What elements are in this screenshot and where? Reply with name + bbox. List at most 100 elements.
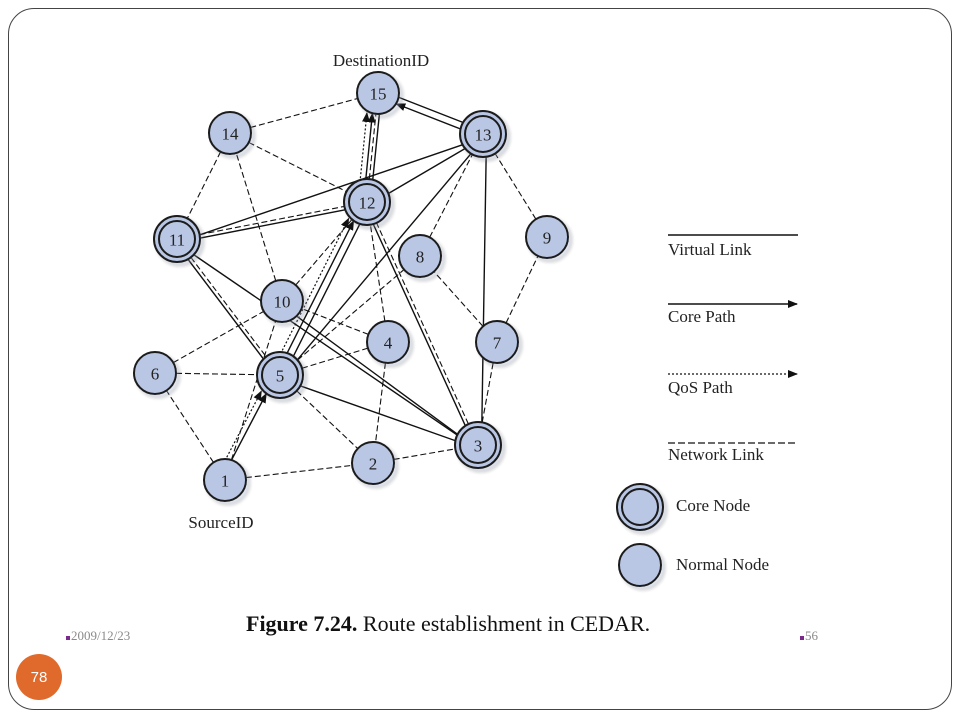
network-link-10-12	[295, 219, 353, 286]
node-15	[356, 71, 400, 115]
legend-core-node-icon	[616, 483, 664, 531]
virtual-link-11-5	[187, 259, 264, 360]
node-label-4: 4	[384, 334, 393, 353]
virtual-link-12-3	[372, 224, 466, 426]
node-label-5: 5	[276, 367, 285, 386]
virtual-link-12-15	[372, 114, 381, 180]
footer-page-number: 56	[800, 628, 818, 644]
legend-virtual-link-label: Virtual Link	[668, 240, 752, 259]
normal-node-circle	[398, 234, 442, 278]
normal-node-circle	[133, 351, 177, 395]
caption-number: Figure 7.24.	[246, 611, 358, 636]
network-link-4-2	[375, 362, 386, 443]
node-label-10: 10	[274, 293, 291, 312]
destination-label: DestinationID	[333, 51, 429, 70]
network-link-5-4	[301, 347, 369, 369]
network-link-4-12	[369, 224, 386, 322]
normal-node-circle	[260, 279, 304, 323]
normal-node-circle	[525, 215, 569, 259]
node-label-13: 13	[475, 126, 492, 145]
node-label-12: 12	[359, 194, 376, 213]
node-label-7: 7	[493, 334, 502, 353]
network-link-14-11	[186, 151, 222, 219]
virtual-link-11-12	[200, 209, 346, 239]
core-node-inner-ring	[261, 356, 299, 394]
network-link-14-12	[248, 141, 347, 193]
normal-node-circle	[351, 441, 395, 485]
network-link-14-15	[250, 97, 358, 129]
normal-node-circle	[356, 71, 400, 115]
node-label-14: 14	[222, 125, 240, 144]
node-2	[351, 441, 395, 485]
node-label-9: 9	[543, 229, 552, 248]
figure-caption: Figure 7.24. Route establishment in CEDA…	[246, 611, 650, 637]
node-5	[256, 351, 304, 399]
network-link-11-12	[199, 205, 345, 236]
virtual-link-12-13	[388, 148, 466, 194]
legend-network-link-label: Network Link	[668, 445, 764, 464]
legend-normal-node-icon	[618, 543, 662, 587]
network-link-7-8	[433, 271, 484, 327]
network-link-3-7	[481, 362, 494, 423]
qos-path-5-12	[281, 217, 350, 351]
node-label-2: 2	[369, 455, 378, 474]
virtual-link-3-13	[481, 157, 487, 423]
node-label-11: 11	[169, 231, 185, 250]
normal-node-circle	[208, 111, 252, 155]
caption-text: Route establishment in CEDAR.	[357, 611, 651, 636]
qos-path-12-15	[359, 111, 371, 179]
qos-path-1-5	[226, 390, 262, 458]
virtual-link-5-12	[292, 223, 361, 357]
network-link-1-2	[245, 464, 353, 479]
core-node-inner-ring	[459, 426, 497, 464]
node-14	[208, 111, 252, 155]
normal-node-circle	[475, 320, 519, 364]
network-link-6-5	[175, 372, 258, 376]
legend: Virtual Link Core Path QoS Path Network …	[616, 234, 798, 587]
network-link-7-9	[505, 255, 539, 324]
node-1	[203, 458, 247, 502]
virtual-link-10-3	[296, 315, 458, 435]
core-node-inner-ring	[464, 115, 502, 153]
node-12	[343, 178, 391, 226]
legend-core-node-label: Core Node	[676, 496, 750, 515]
network-link-9-13	[494, 153, 537, 220]
virtual-link-5-13	[296, 153, 472, 361]
source-label: SourceID	[188, 513, 253, 532]
node-13	[459, 110, 507, 158]
core-path-5-12	[286, 220, 355, 354]
normal-node-circle	[203, 458, 247, 502]
network-link-4-10	[301, 308, 369, 335]
legend-core-path-label: Core Path	[668, 307, 736, 326]
node-8	[398, 234, 442, 278]
node-11	[153, 215, 201, 263]
node-9	[525, 215, 569, 259]
virtual-link-13-15	[398, 96, 464, 124]
normal-node-circle	[366, 320, 410, 364]
legend-normal-node-label: Normal Node	[676, 555, 769, 574]
legend-qos-path-label: QoS Path	[668, 378, 733, 397]
node-label-3: 3	[474, 437, 483, 456]
network-link-8-13	[429, 154, 473, 238]
footer-date: 2009/12/23	[66, 628, 130, 644]
virtual-link-5-3	[300, 385, 456, 442]
network-link-3-12	[376, 222, 469, 425]
network-link-1-6	[166, 390, 214, 463]
virtual-link-11-3	[193, 254, 458, 436]
node-10	[260, 279, 304, 323]
core-path-12-15	[365, 112, 376, 179]
network-link-5-2	[296, 390, 359, 449]
slide-number-badge: 78	[16, 654, 62, 700]
network-link-11-5	[190, 257, 267, 357]
slide-frame	[8, 8, 952, 710]
node-6	[133, 351, 177, 395]
network-link-2-3	[393, 448, 456, 460]
node-label-8: 8	[416, 248, 425, 267]
network-link-5-8	[297, 269, 405, 361]
network-link-6-10	[172, 310, 265, 364]
network-link-12-15	[368, 113, 377, 180]
node-label-15: 15	[370, 85, 387, 104]
node-7	[475, 320, 519, 364]
core-node-inner-ring	[348, 183, 386, 221]
